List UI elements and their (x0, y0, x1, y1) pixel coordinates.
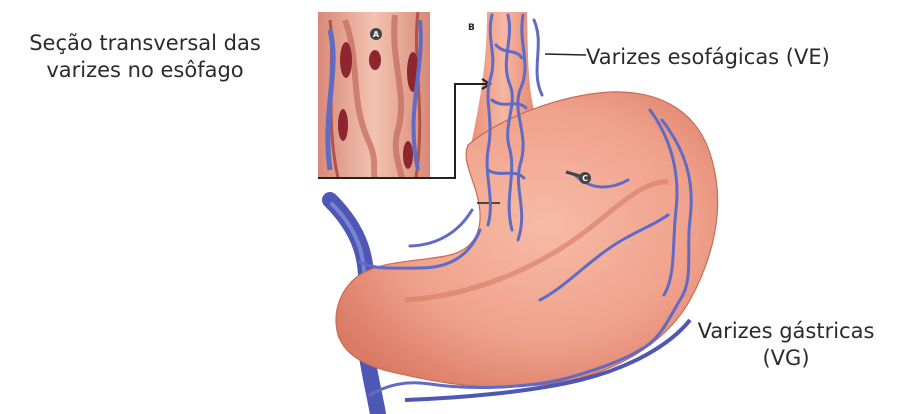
marker-c: C (582, 174, 588, 183)
marker-b: B (468, 23, 475, 33)
cross-section-panel: A (318, 12, 430, 178)
marker-a: A (373, 30, 380, 39)
ve-pointer (545, 54, 586, 55)
